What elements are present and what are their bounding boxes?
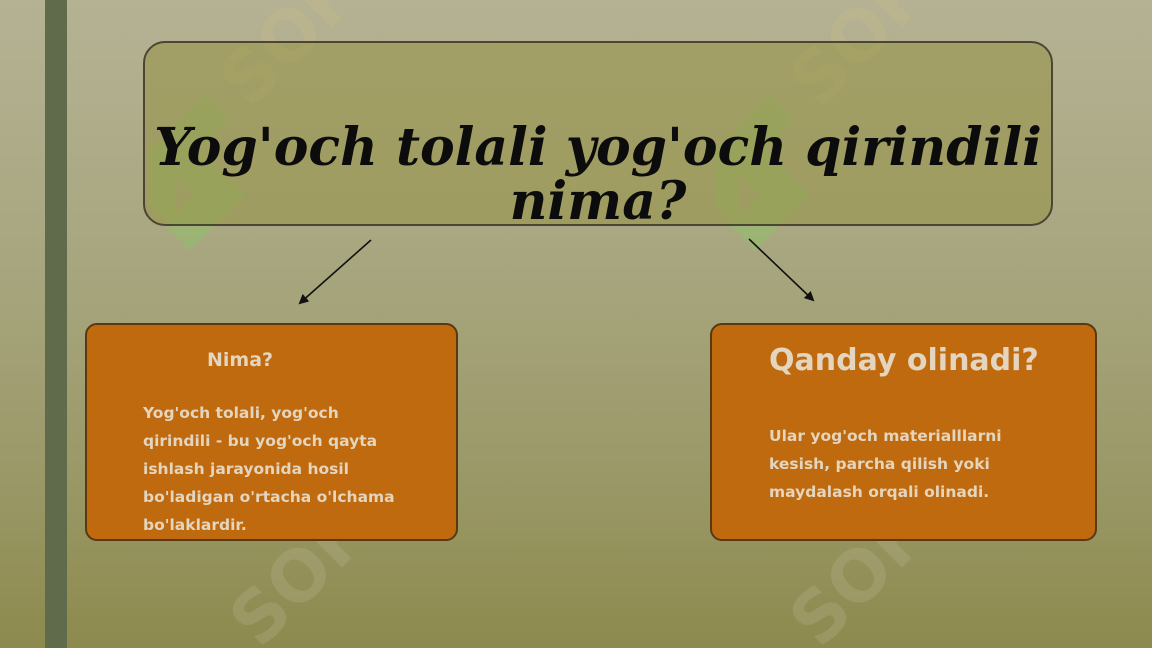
card-how-text: Ular yog'och materialllarni kesish, parc… — [769, 427, 1002, 501]
title-box: Yog'och tolali yog'och qirindili nima? — [143, 41, 1053, 232]
card-how: Qanday olinadi? Ular yog'och materiallla… — [710, 323, 1097, 541]
card-what: Nima? Yog'och tolali, yog'och qirindili … — [85, 323, 458, 541]
card-how-heading: Qanday olinadi? — [769, 343, 1039, 378]
card-what-text: Yog'och tolali, yog'och qirindili - bu y… — [143, 404, 395, 534]
page-title: Yog'och tolali yog'och qirindili nima? — [154, 117, 1042, 232]
side-accent-bar — [45, 0, 67, 648]
arrow-left — [298, 239, 372, 305]
arrow-right — [748, 238, 815, 302]
card-what-heading: Nima? — [207, 349, 274, 371]
